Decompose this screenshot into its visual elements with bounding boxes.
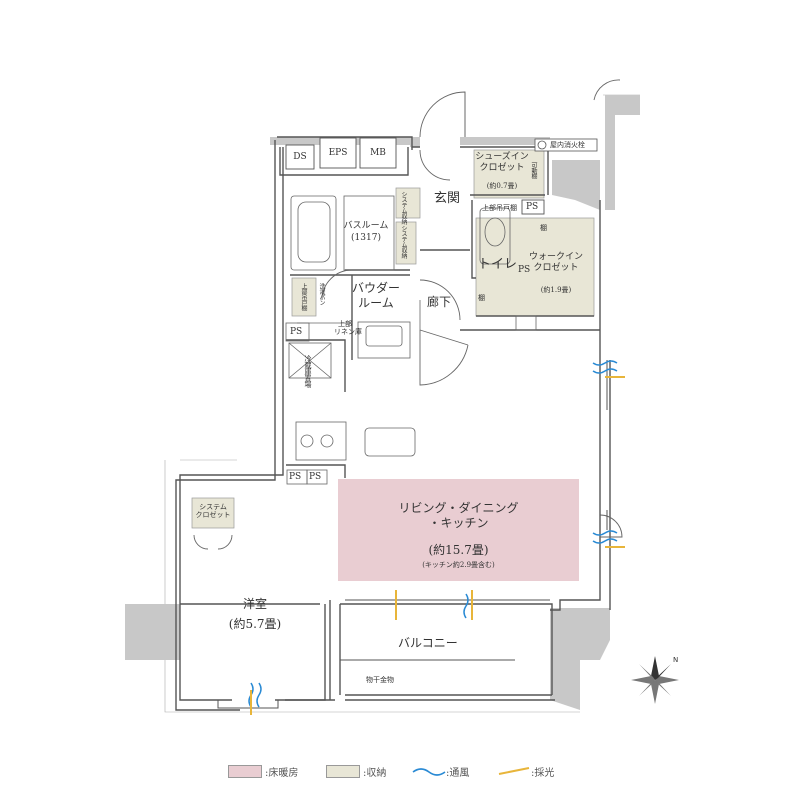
entrance-name: 玄関 xyxy=(434,191,461,206)
legend-floor-heating: :床暖房 xyxy=(265,767,299,779)
fire-hydrant-label: 屋内消火栓 xyxy=(550,141,585,149)
washer-pan-label: 洗濯パン xyxy=(318,283,325,305)
windows xyxy=(217,360,608,709)
legend-daylight-item: :採光 xyxy=(497,763,554,779)
balcony-name: バルコニー xyxy=(398,636,458,650)
daylight-markers xyxy=(250,376,625,715)
ldk-note: (キッチン約2.9畳含む) xyxy=(422,561,495,569)
system-storage-1: システム収納 xyxy=(400,191,407,224)
legend-daylight: :採光 xyxy=(531,767,555,779)
ps-label-k1: PS xyxy=(289,472,302,482)
legend: :床暖房 xyxy=(228,763,298,779)
system-closet-label: システム クロゼット xyxy=(195,503,231,519)
fridge-label: 冷蔵庫置場 xyxy=(304,355,312,388)
ps-label-top: PS xyxy=(526,202,539,212)
legend-storage-item: :収納 xyxy=(326,763,386,779)
legend-ventilation-item: :通風 xyxy=(412,763,469,779)
legend-ventilation: :通風 xyxy=(446,767,470,779)
exterior-walls xyxy=(125,95,640,710)
svg-text:N: N xyxy=(673,656,678,664)
western-name: 洋室 xyxy=(242,597,267,611)
upper-cabinet-label: 上部吊戸棚 xyxy=(482,204,517,212)
floor-heating-swatch xyxy=(228,764,262,778)
floor-heating-area xyxy=(338,479,579,581)
wic-area: (約1.9畳) xyxy=(540,286,572,294)
powder-name: バウダー ルーム xyxy=(351,281,400,310)
shoe-box-label: 可動棚 xyxy=(530,162,537,179)
fixtures xyxy=(285,195,537,485)
legend-storage: :収納 xyxy=(363,767,387,779)
bath-name: バスルーム xyxy=(343,221,389,231)
storage-swatch xyxy=(326,764,360,778)
western-area: (約5.7畳) xyxy=(228,617,282,631)
utility-boxes xyxy=(285,137,545,215)
compass-icon: N xyxy=(631,656,679,704)
upper-cabinet-2: 上部吊戸棚 xyxy=(300,283,307,311)
ds-label: DS xyxy=(293,152,307,162)
eps-label: EPS xyxy=(328,148,348,158)
shelf-label-1: 棚 xyxy=(540,224,547,232)
ldk-area: (約15.7畳) xyxy=(428,543,489,557)
sic-name: シューズイン クロゼット xyxy=(475,152,529,173)
ldk-name: リビング・ダイニング ・キッチン xyxy=(398,501,519,530)
sic-area: (約0.7畳) xyxy=(486,182,518,190)
system-storage-2: システム収納 xyxy=(400,225,407,258)
linen-label: 上部 リネン庫 xyxy=(334,320,362,336)
bath-size: (1317) xyxy=(351,233,381,243)
mb-label: MB xyxy=(370,148,386,158)
ps-label-powder: PS xyxy=(290,327,303,337)
fire-hydrant-icon xyxy=(534,138,598,152)
laundry-rail-label: 物干金物 xyxy=(366,676,394,684)
doors xyxy=(193,79,623,550)
ps-label-toilet: PS xyxy=(518,265,531,275)
shelf-label-2: 棚 xyxy=(478,294,485,302)
wic-name: ウォークイン クロゼット xyxy=(528,252,583,273)
toilet-name: トイレ xyxy=(478,257,518,272)
hall-name: 廊下 xyxy=(427,295,452,309)
ventilation-icon xyxy=(412,768,446,776)
ps-label-k2: PS xyxy=(309,472,322,482)
daylight-icon xyxy=(498,767,530,775)
